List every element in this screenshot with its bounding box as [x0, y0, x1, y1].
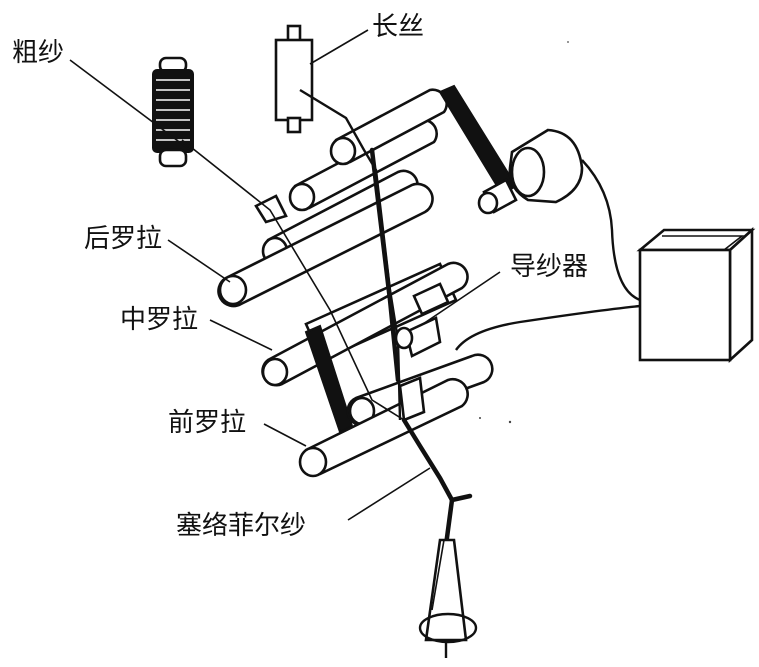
filament-strand: [369, 147, 401, 383]
output-yarn: [401, 417, 473, 503]
roving-trumpet: [254, 194, 288, 224]
roving-path: [181, 139, 405, 421]
roving-label: 粗纱: [12, 38, 65, 68]
sirofil-yarn-label: 塞络菲尔纱: [176, 511, 307, 541]
roving-bobbin: [152, 56, 194, 168]
filament-label: 长丝: [372, 12, 425, 42]
filament-bobbin: [274, 24, 314, 134]
motor-cable: [581, 159, 641, 302]
guide-cable: [455, 304, 641, 351]
middle-rollers: [261, 261, 469, 387]
front-roller-label: 前罗拉: [168, 408, 247, 438]
yarn-guide: [394, 326, 414, 350]
yarn-guide-label: 导纱器: [510, 252, 589, 282]
middle-roller-label: 中罗拉: [120, 305, 199, 335]
spindle: [418, 538, 478, 658]
control-box: [636, 227, 756, 363]
leader-lines: [69, 29, 501, 521]
back-roller-label: 后罗拉: [84, 224, 163, 254]
drive-belt: [438, 84, 518, 215]
motor: [508, 128, 584, 204]
